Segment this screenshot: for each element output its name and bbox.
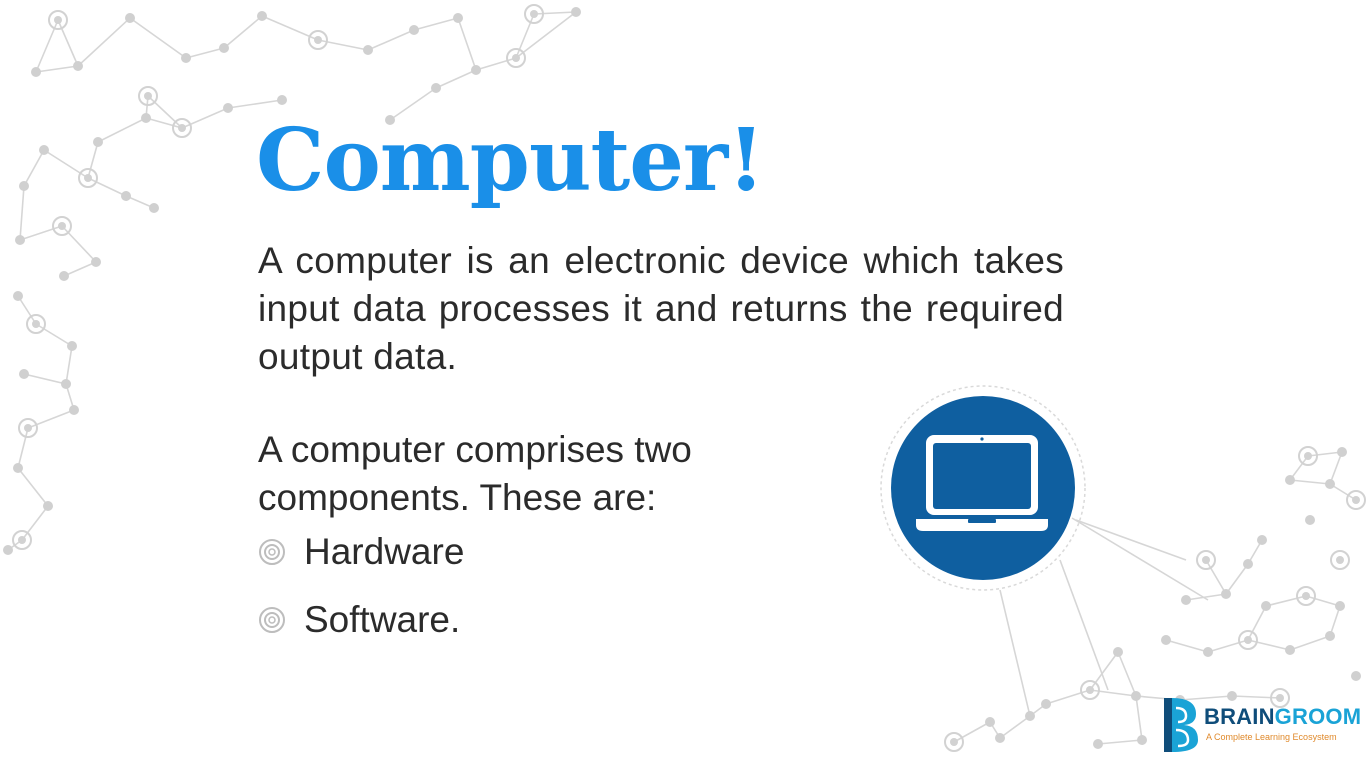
list-item-software: Software. — [258, 596, 464, 644]
list-item-label: Software. — [304, 599, 461, 640]
logo-wordmark: BRAINGROOM — [1204, 704, 1362, 729]
braingroom-logo: BRAINGROOM A Complete Learning Ecosystem — [1162, 694, 1362, 758]
components-intro: A computer comprises two components. The… — [258, 429, 692, 518]
list-item-hardware: Hardware — [258, 528, 464, 576]
list-item-label: Hardware — [304, 531, 465, 572]
circle-bullet-icon — [259, 607, 285, 633]
logo-tagline: A Complete Learning Ecosystem — [1206, 732, 1337, 742]
laptop-illustration — [880, 385, 1086, 591]
braingroom-logo-mark — [1164, 698, 1198, 752]
laptop-icon — [916, 435, 1048, 531]
slide-title: Computer! — [256, 110, 765, 211]
circle-bullet-icon — [259, 539, 285, 565]
components-list: Hardware Software. — [258, 528, 464, 664]
definition-paragraph: A computer is an electronic device which… — [258, 240, 1064, 377]
